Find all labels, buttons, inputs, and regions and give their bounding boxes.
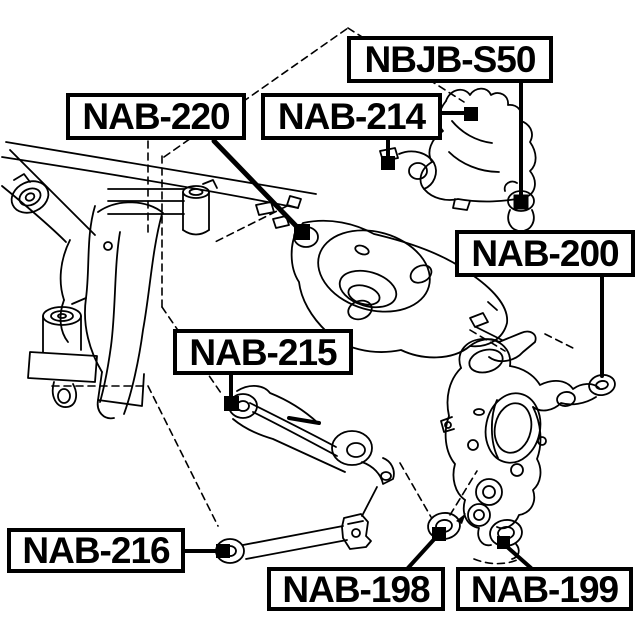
- trailing-arm-drawing: [228, 385, 395, 517]
- marker-nab-214-a: [464, 107, 478, 121]
- part-code: NAB-216: [22, 530, 170, 571]
- part-label-nab-216: NAB-216: [7, 528, 185, 573]
- part-code: NAB-200: [471, 233, 619, 274]
- part-code: NAB-214: [277, 96, 426, 137]
- part-label-nab-220: NAB-220: [66, 93, 246, 140]
- part-label-nab-215: NAB-215: [173, 329, 353, 375]
- point-markers: [216, 107, 529, 558]
- part-label-nab-199: NAB-199: [456, 567, 633, 611]
- marker-nab-199: [497, 536, 510, 549]
- part-label-nbjb-s50: NBJB-S50: [347, 36, 553, 83]
- marker-nab-215: [224, 396, 239, 411]
- part-code: NAB-198: [282, 568, 430, 610]
- knuckle-drawing: [440, 338, 616, 547]
- part-label-nab-200: NAB-200: [455, 230, 635, 277]
- subframe-drawing: [1, 141, 317, 420]
- part-code: NAB-215: [189, 331, 337, 373]
- marker-nab-214-b: [381, 156, 395, 170]
- leader-nab-220: [211, 138, 302, 232]
- marker-nab-220: [294, 224, 310, 240]
- marker-nbjb-s50: [513, 194, 529, 210]
- marker-nab-198: [432, 527, 446, 541]
- leader-lines: [183, 81, 604, 570]
- part-code: NAB-199: [470, 568, 619, 610]
- marker-nab-216: [216, 544, 230, 558]
- part-label-nab-214: NAB-214: [261, 93, 442, 140]
- track-rod-drawing: [215, 513, 372, 564]
- part-label-nab-198: NAB-198: [267, 567, 445, 611]
- part-code: NBJB-S50: [364, 39, 537, 80]
- part-code: NAB-220: [82, 96, 230, 137]
